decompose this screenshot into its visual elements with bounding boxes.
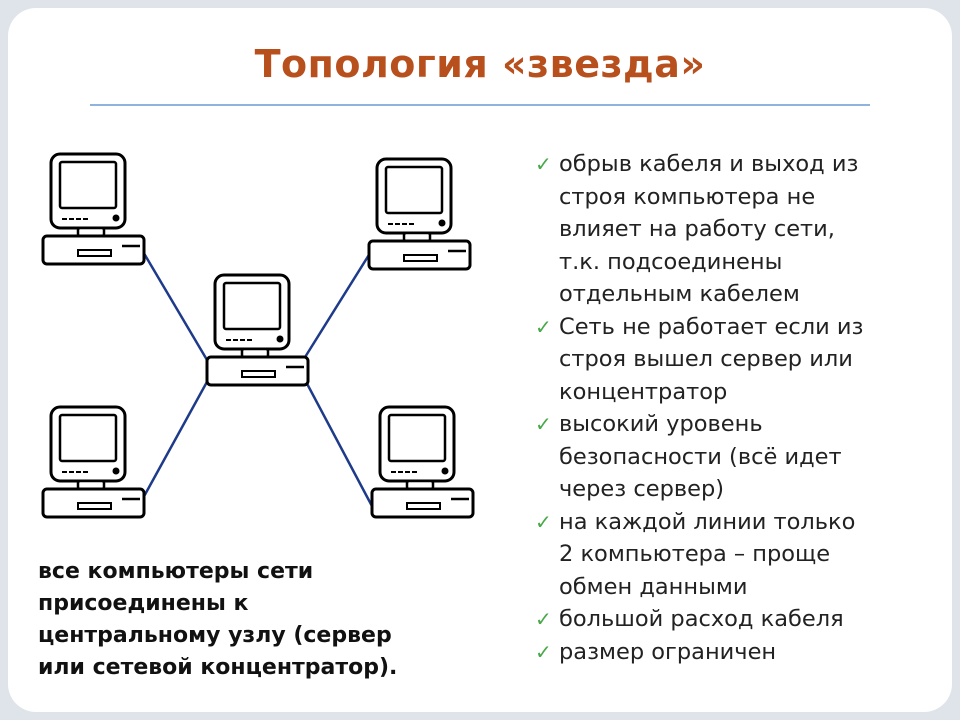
list-item: ✓ большой расход кабеля <box>533 603 953 636</box>
list-item-line: большой расход кабеля <box>559 606 844 632</box>
list-item: ✓ Сеть не работает если из строя вышел с… <box>533 311 953 409</box>
page-title: Топология «звезда» <box>254 42 706 86</box>
list-item-line: концентратор <box>559 378 728 405</box>
title-divider <box>90 104 870 106</box>
list-item-line: размер ограничен <box>559 638 777 665</box>
computer-icon <box>41 405 146 519</box>
computer-icon <box>41 152 146 266</box>
list-item: ✓ на каждой линии только 2 компьютера – … <box>533 506 953 604</box>
list-item-line: обмен данными <box>559 573 748 600</box>
list-item: ✓ высокий уровень безопасности (всё идет… <box>533 408 953 506</box>
cable-bottom-left <box>140 379 210 501</box>
list-item-line: строя вышел сервер или <box>559 346 853 372</box>
list-item-line: Сеть не работает если из <box>559 313 864 340</box>
checkmark-icon: ✓ <box>535 314 552 339</box>
list-item-line: т.к. подсоединены <box>559 248 783 275</box>
caption-line: присоединены к <box>38 591 249 616</box>
computer-icon <box>367 157 472 271</box>
list-item: ✓ размер ограничен <box>533 636 953 669</box>
list-item-line: отдельным кабелем <box>559 281 800 307</box>
list-item-line: 2 компьютера – проще <box>559 541 831 567</box>
checkmark-icon: ✓ <box>535 412 552 436</box>
caption-text: все компьютеры сети присоединены к центр… <box>38 556 498 684</box>
slide-background <box>8 8 952 712</box>
computer-icon <box>370 405 475 519</box>
list-item: ✓ обрыв кабеля и выход из строя компьюте… <box>533 148 953 311</box>
cable-top-left <box>140 249 212 366</box>
list-item-line: влияет на работу сети, <box>559 216 835 242</box>
checkmark-icon: ✓ <box>535 607 552 631</box>
checkmark-icon: ✓ <box>535 639 552 664</box>
list-item-line: через сервер) <box>559 476 725 502</box>
caption-line: центральному узлу (сервер <box>38 623 392 648</box>
caption-line: все компьютеры сети <box>38 559 314 584</box>
checkmark-icon: ✓ <box>535 509 552 534</box>
cable-bottom-right <box>302 377 375 509</box>
computer-icon <box>205 273 310 387</box>
list-item-line: строя компьютера не <box>559 183 816 210</box>
checkmark-icon: ✓ <box>535 152 552 176</box>
list-item-line: безопасности (всё идет <box>559 443 842 470</box>
list-item-line: на каждой линии только <box>559 508 856 535</box>
caption-line: или сетевой концентратор). <box>38 655 398 680</box>
properties-list: ✓ обрыв кабеля и выход из строя компьюте… <box>533 148 953 668</box>
list-item-line: высокий уровень <box>559 411 763 437</box>
list-item-line: обрыв кабеля и выход из <box>559 151 859 177</box>
cable-top-right <box>300 249 374 363</box>
